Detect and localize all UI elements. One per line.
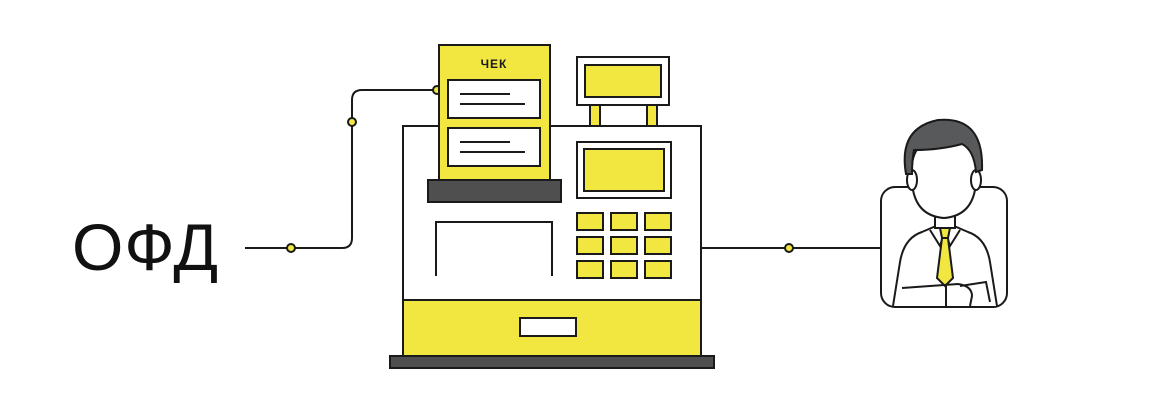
connector-node bbox=[784, 243, 794, 253]
keypad-key bbox=[610, 260, 638, 279]
ofd-label: ОФД bbox=[72, 210, 220, 284]
cashier-person-icon bbox=[880, 118, 1008, 308]
keypad-key bbox=[644, 212, 672, 231]
connector-node bbox=[286, 243, 296, 253]
keypad-key bbox=[576, 260, 604, 279]
receipt-icon: ЧЕК bbox=[427, 44, 562, 203]
keypad-key bbox=[644, 236, 672, 255]
ofd-connector-line bbox=[245, 89, 437, 249]
keypad-key bbox=[576, 236, 604, 255]
connector-node bbox=[347, 117, 357, 127]
keypad-key bbox=[610, 212, 638, 231]
keypad-icon bbox=[576, 212, 672, 279]
receipt-title: ЧЕК bbox=[481, 57, 508, 71]
customer-display-icon bbox=[576, 56, 670, 127]
keypad-key bbox=[644, 260, 672, 279]
keypad-key bbox=[610, 236, 638, 255]
keypad-key bbox=[576, 212, 604, 231]
